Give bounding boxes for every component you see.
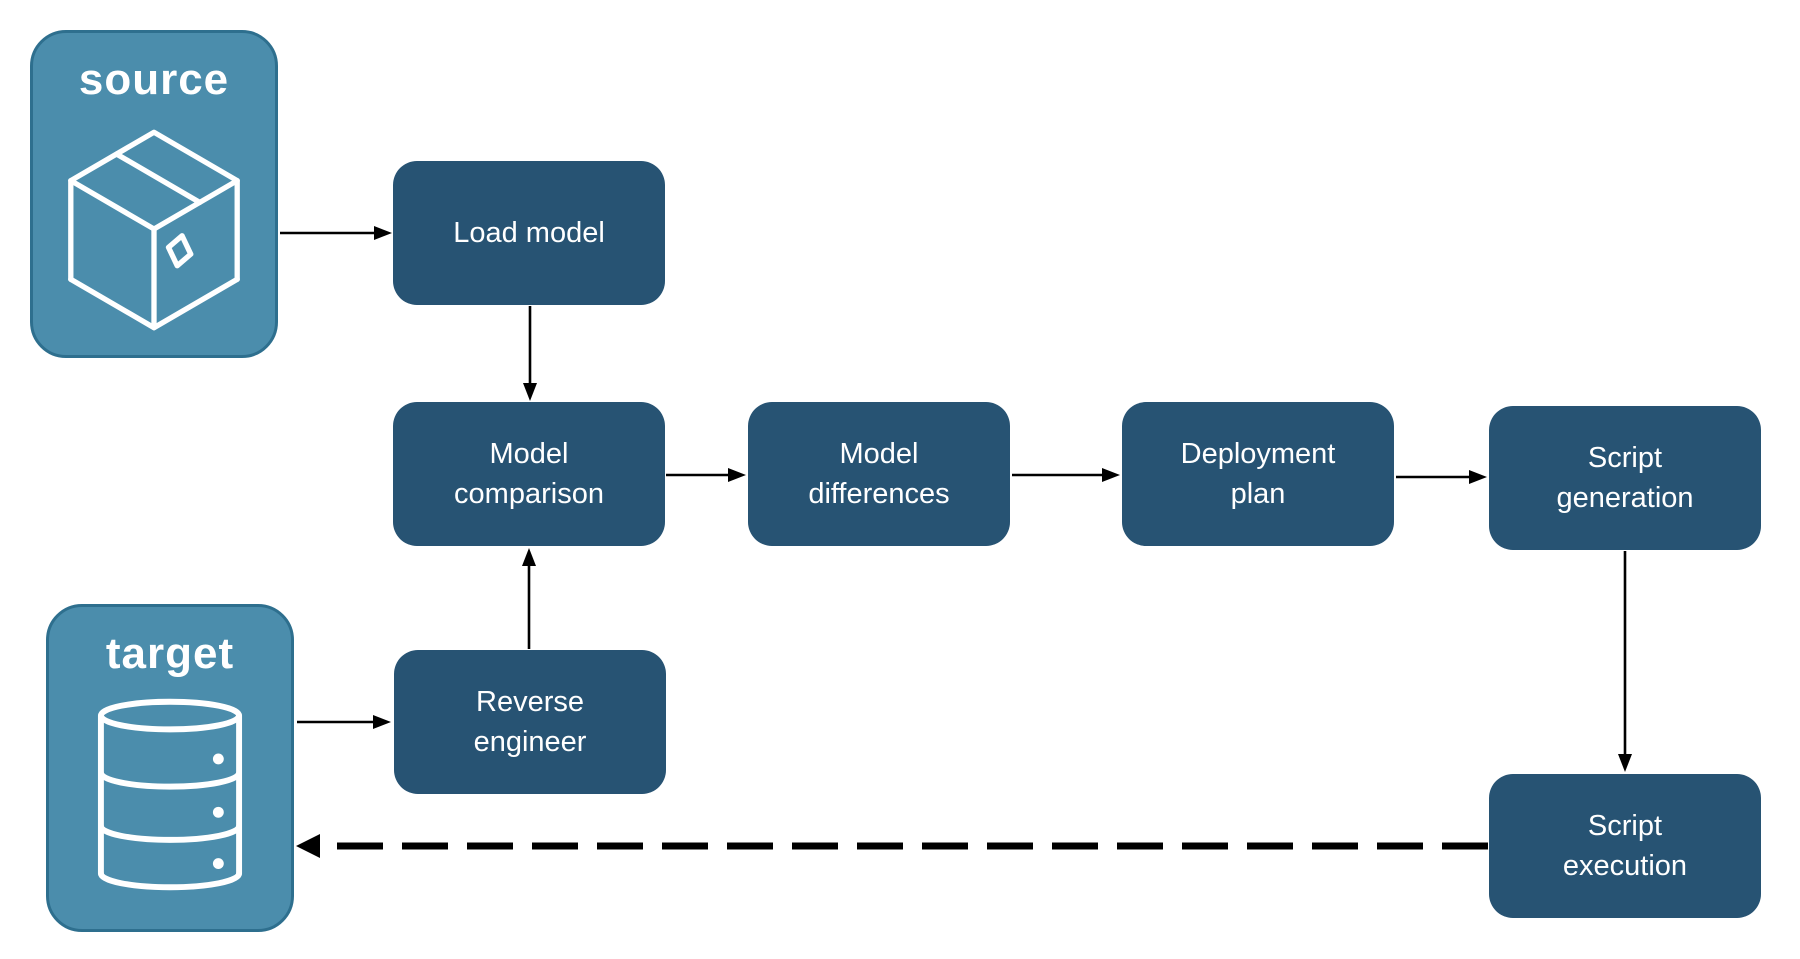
source-card: source <box>30 30 278 358</box>
target-card: target <box>46 604 294 932</box>
node-label: Script execution <box>1562 810 1688 882</box>
edge-reverse-engineer-to-model-comparison <box>522 548 536 649</box>
node-script-generation: Script generation <box>1489 406 1761 550</box>
package-icon <box>68 129 240 331</box>
edge-script-execution-to-target <box>296 834 1488 858</box>
edge-deployment-plan-to-script-generation <box>1396 470 1487 484</box>
node-label: Reverse engineer <box>473 686 587 758</box>
node-deployment-plan: Deployment plan <box>1122 402 1394 546</box>
node-model-comparison: Model comparison <box>393 402 665 546</box>
node-label: Script generation <box>1556 442 1694 514</box>
edge-load-model-to-model-comparison <box>523 306 537 401</box>
edge-source-to-load-model <box>280 226 392 240</box>
edge-target-to-reverse-engineer <box>297 715 391 729</box>
edge-model-differences-to-deployment-plan <box>1012 468 1120 482</box>
database-icon <box>97 698 243 891</box>
node-label: Load model <box>453 217 605 249</box>
node-script-execution: Script execution <box>1489 774 1761 918</box>
node-load-model: Load model <box>393 161 665 305</box>
node-reverse-engineer: Reverse engineer <box>394 650 666 794</box>
edge-model-comparison-to-model-differences <box>666 468 746 482</box>
target-label: target <box>105 629 235 678</box>
node-label: Deployment plan <box>1180 438 1336 510</box>
node-label: Model comparison <box>454 438 604 510</box>
source-label: source <box>78 55 230 104</box>
node-model-differences: Model differences <box>748 402 1010 546</box>
edge-script-generation-to-script-execution <box>1618 551 1632 772</box>
node-label: Model differences <box>808 438 950 510</box>
